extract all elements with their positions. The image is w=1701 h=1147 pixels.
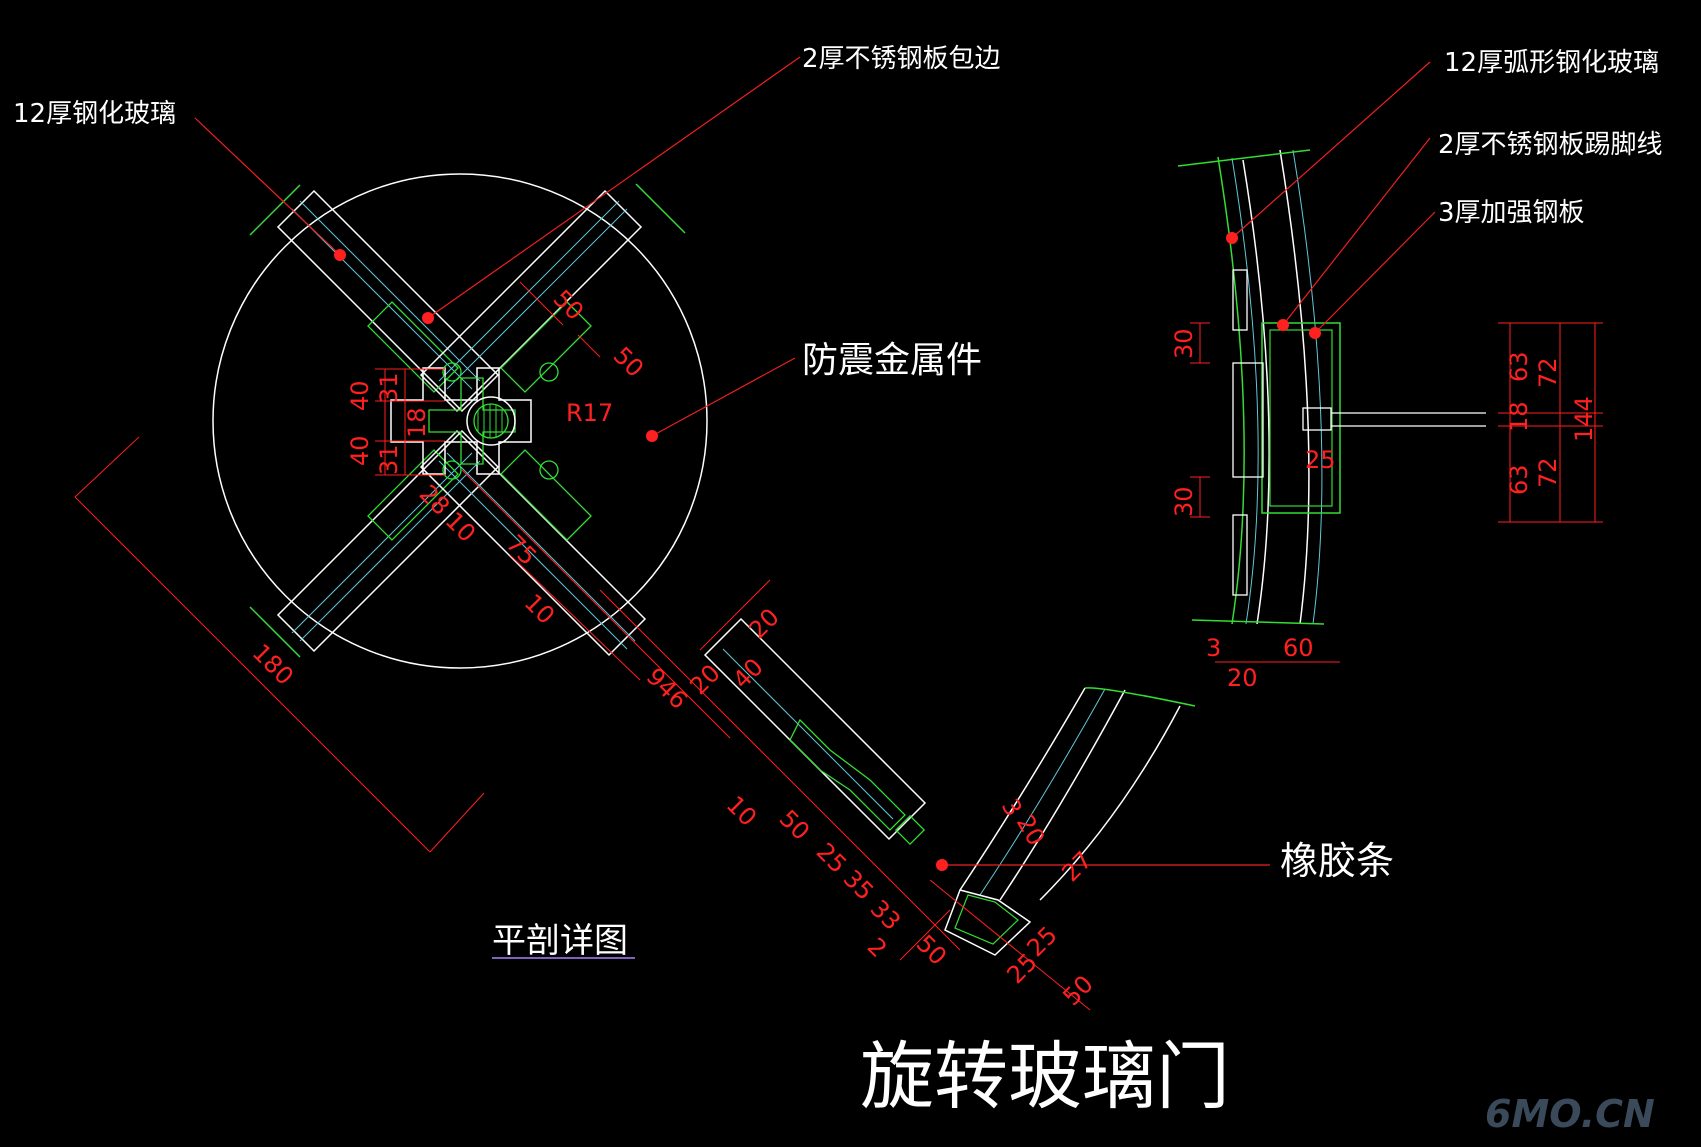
- dim-40-a: 40: [346, 380, 374, 411]
- dim-10-b: 10: [519, 588, 560, 629]
- label-2mm-kickboard: 2厚不锈钢板踢脚线: [1438, 130, 1663, 160]
- dim-25-a: 25: [811, 837, 852, 878]
- dim-18-a: 18: [403, 407, 431, 438]
- subtitle-plan-detail: 平剖详图: [492, 921, 628, 961]
- center-post: [466, 396, 516, 446]
- label-seismic-metal: 防震金属件: [802, 340, 982, 381]
- wing-sw: [249, 429, 500, 658]
- dim-50-c: 50: [774, 804, 815, 845]
- label-12mm-tempered-glass: 12厚钢化玻璃: [13, 99, 176, 129]
- dim-946: 946: [641, 662, 693, 714]
- dim-35: 35: [838, 864, 879, 905]
- dim-31-a: 31: [375, 372, 403, 403]
- drawing-title: 旋转玻璃门: [860, 1034, 1230, 1120]
- watermark: 6MO.CN: [1485, 1092, 1655, 1136]
- dim-144: 144: [1570, 396, 1598, 442]
- dim-25-d: 25: [1305, 446, 1336, 474]
- dim-50-b: 50: [608, 341, 649, 382]
- dim-33: 33: [865, 894, 906, 935]
- dim-72-b: 72: [1534, 457, 1562, 488]
- dim-50-a: 50: [548, 284, 589, 325]
- dim-10-a: 10: [440, 506, 481, 547]
- dimension-lines: [74, 281, 1603, 1011]
- label-rubber-strip: 橡胶条: [1280, 839, 1394, 883]
- dim-r17: R17: [566, 399, 613, 427]
- curved-glass: [944, 687, 1196, 956]
- dim-30-b: 30: [1170, 486, 1198, 517]
- dim-75: 75: [501, 529, 542, 570]
- dim-72-a: 72: [1534, 357, 1562, 388]
- dim-28: 28: [414, 479, 455, 520]
- dim-180: 180: [247, 638, 299, 690]
- dim-3-b: 3: [1206, 634, 1221, 662]
- wing-nw: [249, 184, 500, 413]
- hub-cross: [390, 367, 532, 475]
- dim-63-b: 63: [1505, 464, 1533, 495]
- door-plan: [212, 173, 708, 669]
- leader-lines: [194, 56, 1436, 866]
- label-3mm-reinforce: 3厚加强钢板: [1438, 198, 1585, 228]
- dim-60: 60: [1283, 634, 1314, 662]
- leader-dots: [334, 232, 1321, 871]
- dim-63-a: 63: [1505, 351, 1533, 382]
- dim-27: 27: [1056, 846, 1097, 887]
- door-circle: [212, 173, 708, 669]
- label-2mm-steel-edge: 2厚不锈钢板包边: [802, 44, 1001, 74]
- dim-30-a: 30: [1170, 328, 1198, 359]
- dim-31-b: 31: [375, 444, 403, 475]
- dim-40-b: 40: [346, 435, 374, 466]
- dim-10-c: 10: [721, 790, 762, 831]
- dim-50-e: 50: [1057, 970, 1098, 1011]
- dimension-text: 50 50 R17 40 31 18 40 31 28 10 75 10 180…: [247, 284, 1598, 1011]
- label-12mm-arc-glass: 12厚弧形钢化玻璃: [1444, 48, 1659, 78]
- dim-2: 2: [862, 932, 893, 963]
- callouts: 12厚钢化玻璃 2厚不锈钢板包边 12厚弧形钢化玻璃 2厚不锈钢板踢脚线 3厚加…: [13, 44, 1663, 1136]
- dim-20-c: 20: [1011, 810, 1051, 850]
- dim-20-a: 20: [743, 603, 784, 644]
- dim-20-d: 20: [1227, 664, 1258, 692]
- elevation-detail: [1177, 149, 1486, 625]
- dim-18-b: 18: [1505, 401, 1533, 432]
- wing-extension: [703, 617, 927, 846]
